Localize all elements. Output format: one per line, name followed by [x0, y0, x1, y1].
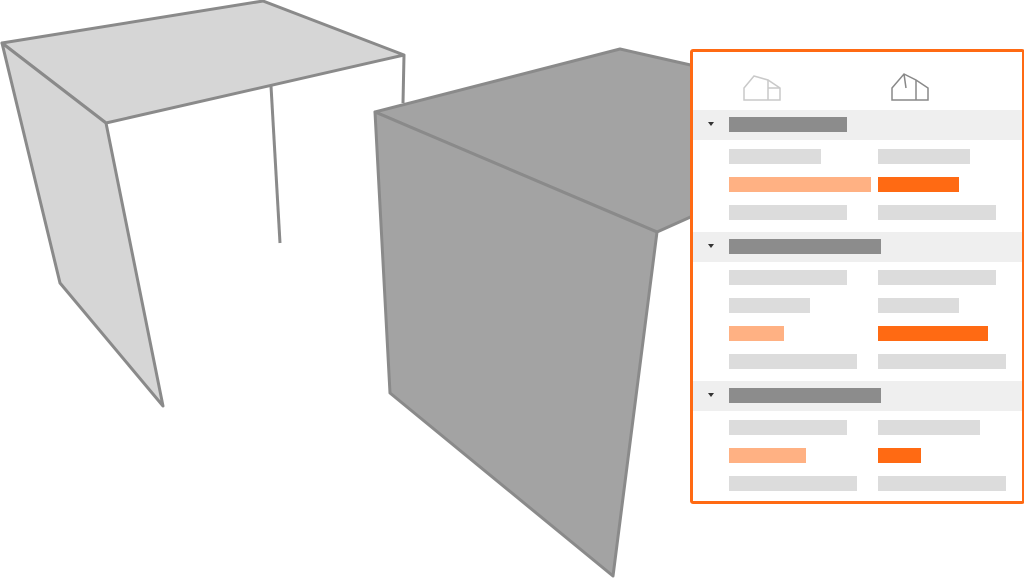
light-side-face — [0, 41, 165, 408]
house-outline-icon[interactable] — [742, 70, 782, 102]
chevron-down-icon[interactable] — [708, 244, 714, 248]
property-label-placeholder — [729, 354, 857, 369]
section-title-placeholder — [729, 239, 881, 254]
property-label-highlight — [729, 177, 871, 192]
property-value-placeholder — [878, 420, 980, 435]
section-header-3[interactable] — [693, 381, 1022, 411]
chevron-down-icon[interactable] — [708, 122, 714, 126]
house-outline-icon-selected[interactable] — [890, 70, 930, 102]
property-label-placeholder — [729, 149, 821, 164]
section-header-1[interactable] — [693, 110, 1022, 140]
property-label-highlight — [729, 448, 806, 463]
property-label-placeholder — [729, 298, 810, 313]
light-wall-structure[interactable] — [0, 0, 406, 408]
property-label-placeholder — [729, 420, 847, 435]
light-right-edge — [401, 54, 406, 104]
dark-front-face — [373, 110, 659, 578]
chevron-down-icon[interactable] — [708, 393, 714, 397]
property-value-placeholder — [878, 298, 959, 313]
property-label-highlight — [729, 326, 784, 341]
dark-wall-structure[interactable] — [373, 47, 697, 578]
property-value-placeholder — [878, 149, 970, 164]
property-value-highlight[interactable] — [878, 177, 959, 192]
section-title-placeholder — [729, 388, 881, 403]
property-label-placeholder — [729, 476, 857, 491]
section-title-placeholder — [729, 117, 847, 132]
property-label-placeholder — [729, 205, 847, 220]
property-value-placeholder — [878, 205, 996, 220]
property-value-highlight[interactable] — [878, 448, 921, 463]
properties-panel — [690, 49, 1024, 504]
section-header-2[interactable] — [693, 232, 1022, 262]
property-value-placeholder — [878, 354, 1006, 369]
view-icon-row — [693, 52, 1022, 108]
property-value-highlight[interactable] — [878, 326, 988, 341]
property-label-placeholder — [729, 270, 847, 285]
property-value-placeholder — [878, 476, 1006, 491]
property-value-placeholder — [878, 270, 996, 285]
light-back-edge — [269, 85, 282, 244]
